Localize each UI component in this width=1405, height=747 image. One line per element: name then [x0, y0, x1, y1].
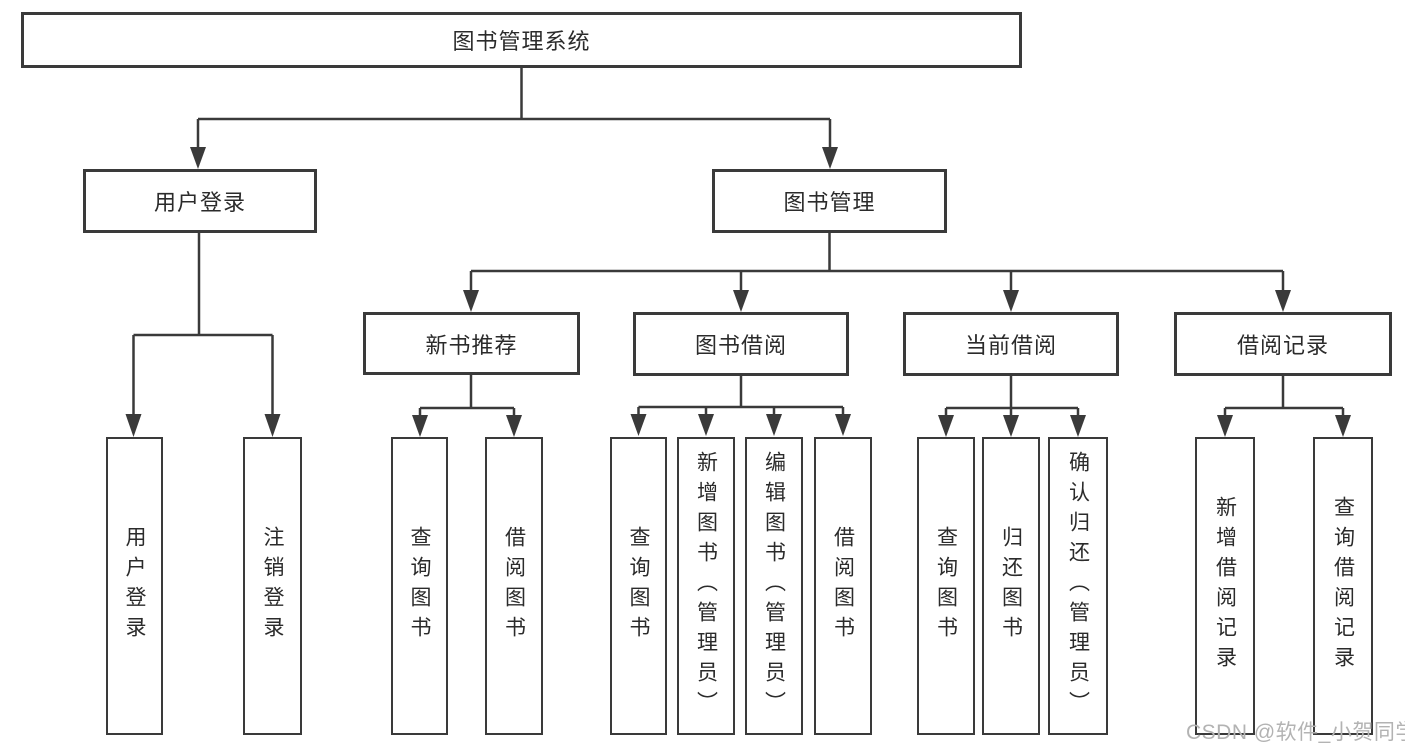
node-user-login: 用户登录: [83, 169, 317, 233]
leaf-label: 查询图书: [408, 526, 431, 646]
connector-borrow-to-leaves: [630, 376, 851, 436]
leaf-label: 编辑图书（管理员）: [762, 451, 786, 721]
leaf-user-login: 用户登录: [106, 437, 163, 735]
leaf-logout: 注销登录: [243, 437, 302, 735]
leaf-br-add-record: 新增借阅记录: [1195, 437, 1255, 735]
node-book-management: 图书管理: [712, 169, 947, 233]
leaf-cb-confirm-return-admin: 确认归还（管理员）: [1048, 437, 1108, 735]
leaf-bb-add-books-admin: 新增图书（管理员）: [677, 437, 735, 735]
leaf-rec-borrow-books: 借阅图书: [485, 437, 543, 735]
leaf-label: 借阅图书: [831, 526, 855, 646]
node-book-borrowing: 图书借阅: [633, 312, 849, 376]
leaf-br-query-record: 查询借阅记录: [1313, 437, 1373, 735]
leaf-label: 查询图书: [627, 526, 650, 646]
connector-login-to-leaves: [125, 233, 281, 437]
connector-bookmgmt-to-level3: [463, 233, 1291, 312]
node-root-system: 图书管理系统: [21, 12, 1022, 68]
connector-root-to-level2: [190, 68, 838, 169]
leaf-rec-query-books: 查询图书: [391, 437, 448, 735]
csdn-watermark: CSDN @软件_小贺同学: [1186, 721, 1405, 744]
leaf-label: 用户登录: [123, 526, 146, 646]
node-borrowing-records: 借阅记录: [1174, 312, 1392, 376]
leaf-bb-edit-books-admin: 编辑图书（管理员）: [745, 437, 803, 735]
leaf-label: 查询借阅记录: [1331, 496, 1355, 676]
leaf-bb-borrow-books: 借阅图书: [814, 437, 872, 735]
leaf-cb-return-books: 归还图书: [982, 437, 1040, 735]
node-new-book-recommendation: 新书推荐: [363, 312, 580, 375]
leaf-label: 归还图书: [999, 526, 1023, 646]
leaf-bb-query-books: 查询图书: [610, 437, 667, 735]
leaf-cb-query-books: 查询图书: [917, 437, 975, 735]
leaf-label: 新增借阅记录: [1213, 496, 1237, 676]
leaf-label: 注销登录: [261, 526, 284, 646]
leaf-label: 借阅图书: [502, 526, 526, 646]
leaf-label: 确认归还（管理员）: [1066, 451, 1090, 721]
connector-newrec-to-leaves: [412, 375, 522, 437]
leaf-label: 查询图书: [934, 526, 958, 646]
leaf-label: 新增图书（管理员）: [694, 451, 718, 721]
connector-current-to-leaves: [938, 376, 1086, 437]
connector-records-to-leaves: [1217, 376, 1351, 437]
node-current-borrowing: 当前借阅: [903, 312, 1119, 376]
